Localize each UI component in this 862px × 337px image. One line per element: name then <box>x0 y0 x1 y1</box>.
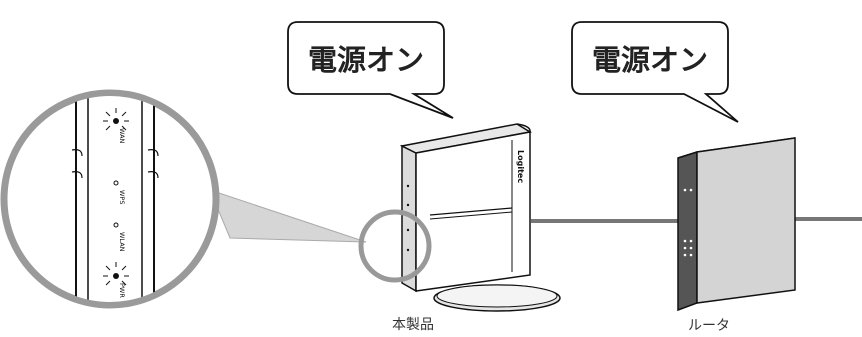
router-device <box>677 137 796 312</box>
product-device: Logitec <box>399 123 561 312</box>
wan-led <box>103 108 129 131</box>
product-brand-logo: Logitec <box>516 150 525 183</box>
wps-led <box>113 180 119 186</box>
pwr-led <box>103 262 129 286</box>
caption-router: ルータ <box>688 318 730 334</box>
router-side <box>677 150 698 312</box>
callout-product-power: 電源オン <box>287 21 454 119</box>
callout-router-power-text: 電源オン <box>592 43 708 77</box>
product-led-highlight <box>358 209 432 283</box>
callout-router-power: 電源オン <box>571 21 739 123</box>
magnified-led-panel: WAN WPS WLAN PWR <box>0 89 220 309</box>
callout-product-power-text: 電源オン <box>308 43 424 77</box>
led-label-wps: WPS <box>118 190 126 204</box>
router-front <box>696 137 796 304</box>
wlan-led <box>113 222 119 228</box>
led-label-pwr: PWR <box>118 283 126 298</box>
lan-cables <box>531 217 862 223</box>
magnifier-cone <box>209 189 367 243</box>
led-label-wlan: WLAN <box>118 232 126 252</box>
led-label-wan: WAN <box>118 128 126 144</box>
caption-product: 本製品 <box>392 317 434 333</box>
